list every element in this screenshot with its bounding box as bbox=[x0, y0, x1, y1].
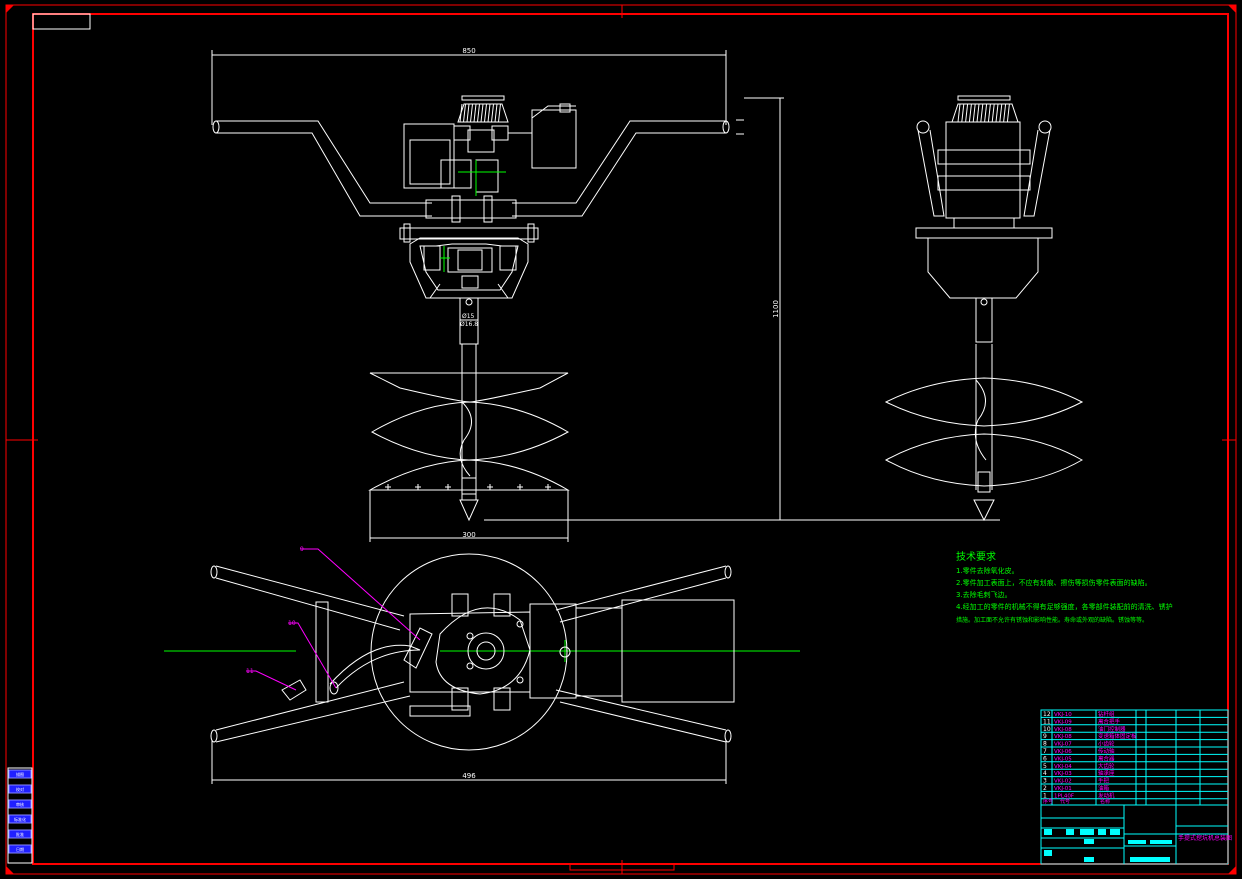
plan-view: 9 10 11 496 bbox=[164, 546, 800, 784]
bom-row-no: 11 bbox=[1043, 718, 1051, 725]
bom-header-no: 序号 bbox=[1043, 798, 1053, 805]
bom-row-name: 油箱 bbox=[1098, 784, 1110, 792]
bom-row-code: VKJ-03 bbox=[1054, 771, 1072, 777]
bom-row-name: 小齿轮 bbox=[1098, 740, 1115, 748]
stamp-label: 描图 bbox=[16, 771, 24, 777]
dim-shaft-d2: Ø16.8 bbox=[460, 321, 478, 328]
notes-title: 技术要求 bbox=[956, 550, 996, 563]
stamp-label: 日期 bbox=[16, 846, 24, 852]
notes-line-4: 4.经加工的零件的机械不得有足够强度，各零部件装配前的清洗、锈护 bbox=[956, 602, 1173, 611]
bom-row-code: VKJ-04 bbox=[1054, 764, 1072, 770]
bom-row-name: 离合把手 bbox=[1098, 717, 1121, 725]
dim-shaft-d1: Ø15 bbox=[462, 313, 475, 320]
bom-row-name: 变速箱体固定板 bbox=[1098, 732, 1137, 740]
bom-row-name: 发动机 bbox=[1098, 791, 1115, 799]
bom-row-name: 传动轴 bbox=[1098, 747, 1115, 755]
bom-row-code: VKJ-09 bbox=[1054, 719, 1072, 725]
stamp-label: 校对 bbox=[16, 786, 24, 792]
side-view bbox=[884, 95, 1084, 522]
bom-row-name: 钻杆组 bbox=[1098, 710, 1115, 718]
bom-row-no: 3 bbox=[1043, 778, 1047, 785]
stamp-label: 审核 bbox=[16, 801, 24, 807]
bom-row-name: 手把 bbox=[1098, 777, 1110, 785]
bom-row-code: VKJ-08 bbox=[1054, 734, 1072, 740]
dim-auger-width: 300 bbox=[462, 531, 475, 539]
notes-line-2: 2.零件加工表面上，不应有划痕、擦伤等损伤零件表面的缺陷。 bbox=[956, 578, 1152, 587]
bom-row-no: 1 bbox=[1043, 792, 1047, 799]
bom-row-no: 8 bbox=[1043, 741, 1047, 748]
bom-row-no: 5 bbox=[1043, 763, 1047, 770]
bom-row-code: 1PL40F bbox=[1054, 793, 1074, 799]
bom-row-name: 离合器 bbox=[1098, 754, 1115, 762]
bom-row-name: 大齿轮 bbox=[1098, 762, 1115, 770]
leader-11: 11 bbox=[246, 668, 254, 675]
stamp-label: 批准 bbox=[16, 831, 24, 837]
bom-row-no: 2 bbox=[1043, 785, 1047, 792]
bom-header-name: 名称 bbox=[1100, 798, 1110, 805]
bom-row-code: VKJ-02 bbox=[1054, 779, 1072, 785]
drawing-frame bbox=[5, 4, 1237, 875]
stamp-label: 标准化 bbox=[14, 816, 26, 822]
bom-row-code: VKJ-06 bbox=[1054, 749, 1072, 755]
title-block: 手提式挖坑机总装图 bbox=[1040, 804, 1232, 865]
bom-row-no: 12 bbox=[1043, 711, 1051, 718]
leader-10: 10 bbox=[288, 620, 296, 627]
bom-row-no: 7 bbox=[1043, 748, 1047, 755]
bom-row-code: VKJ-05 bbox=[1054, 756, 1072, 762]
bom-row-name: 轴承座 bbox=[1098, 769, 1115, 777]
bom-row-no: 6 bbox=[1043, 755, 1047, 762]
notes-line-1: 1.零件去除氧化皮。 bbox=[956, 566, 1019, 575]
bom-row-code: VKJ-10 bbox=[1054, 712, 1072, 718]
notes-line-5: 措施。加工面不允许有锈蚀和影响性能。寿命或外观的缺陷。锈蚀等等。 bbox=[956, 616, 1148, 624]
bom-row-code: VKJ-07 bbox=[1054, 742, 1072, 748]
dim-total-height: 1100 bbox=[772, 300, 780, 318]
bom-header-code: 代号 bbox=[1060, 798, 1070, 805]
notes-line-3: 3.去除毛刺飞边。 bbox=[956, 590, 1012, 599]
bom-row-no: 10 bbox=[1043, 726, 1051, 733]
drawing-title: 手提式挖坑机总装图 bbox=[1178, 834, 1232, 842]
bom-row-code: VKJ-08 bbox=[1054, 727, 1072, 733]
technical-notes: 技术要求 1.零件去除氧化皮。 2.零件加工表面上，不应有划痕、擦伤等损伤零件表… bbox=[956, 550, 1173, 624]
bom-row-name: 油门控制器 bbox=[1098, 725, 1126, 733]
dim-top-width: 850 bbox=[462, 47, 475, 55]
bom-row-code: VKJ-01 bbox=[1054, 786, 1072, 792]
leader-9: 9 bbox=[300, 546, 304, 553]
front-view: 850 bbox=[211, 47, 1000, 542]
dim-plan-width: 496 bbox=[462, 772, 476, 780]
bom-row-no: 9 bbox=[1043, 733, 1047, 740]
bom-row-no: 4 bbox=[1043, 770, 1047, 777]
